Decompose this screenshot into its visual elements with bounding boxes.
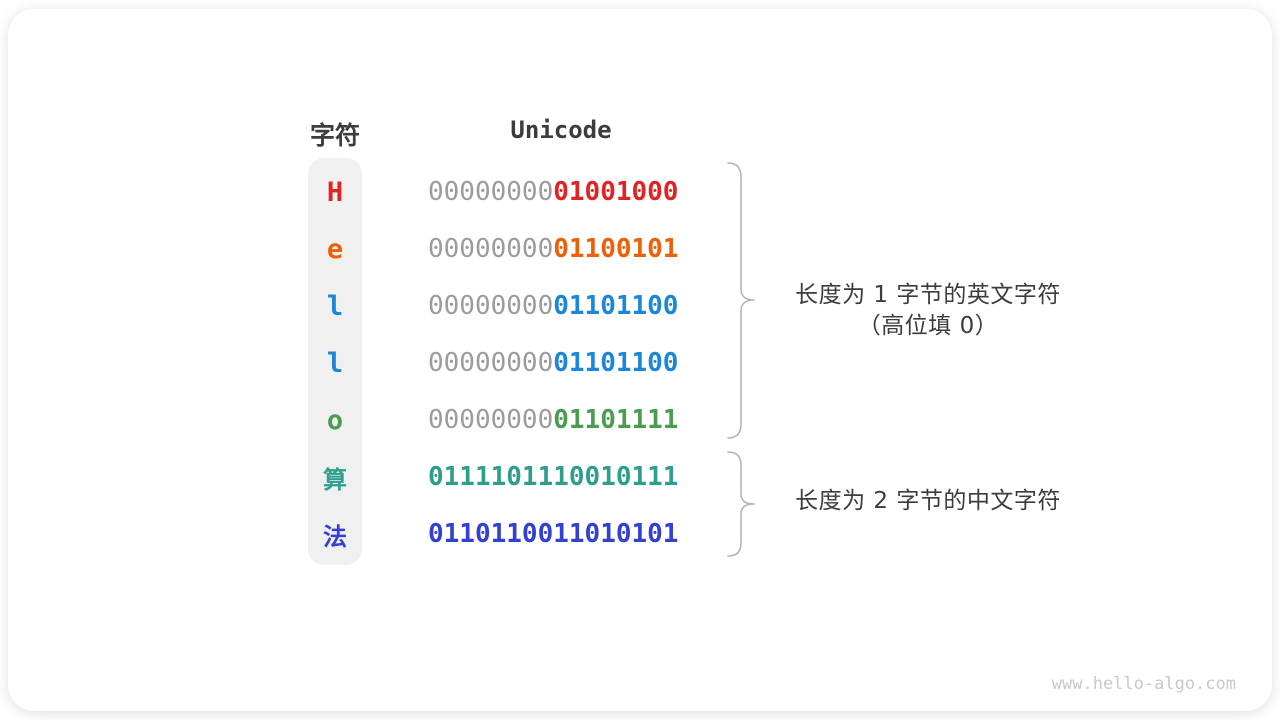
unicode-binary: 00000000 01101100	[428, 335, 678, 391]
table-row: o 00000000 01101111	[0, 392, 1280, 448]
byte-high: 01101100	[428, 519, 554, 549]
unicode-binary: 00000000 01100101	[428, 221, 678, 277]
byte-high: 00000000	[428, 234, 554, 264]
unicode-binary: 01101100 11010101	[428, 506, 678, 562]
byte-high: 00000000	[428, 348, 554, 378]
byte-low: 01001000	[553, 177, 679, 207]
table-row: H 00000000 01001000	[0, 164, 1280, 220]
annotation-2byte: 长度为 2 字节的中文字符	[748, 486, 1108, 517]
char-cell: l	[326, 347, 344, 379]
table-row: 算 01111011 10010111	[0, 449, 1280, 505]
char-cell: l	[326, 290, 344, 322]
byte-high: 00000000	[428, 405, 554, 435]
figure-card	[8, 9, 1272, 711]
unicode-binary: 00000000 01101111	[428, 392, 678, 448]
annotation-2byte-line1: 长度为 2 字节的中文字符	[795, 488, 1061, 514]
unicode-binary: 01111011 10010111	[428, 449, 678, 505]
byte-high: 00000000	[428, 177, 554, 207]
byte-high: 01111011	[428, 462, 554, 492]
byte-low: 01101111	[553, 405, 679, 435]
column-header-unicode: Unicode	[510, 116, 612, 144]
table-row: 法 01101100 11010101	[0, 506, 1280, 562]
byte-low: 01101100	[553, 348, 679, 378]
byte-low: 01100101	[553, 234, 679, 264]
char-column-background	[308, 158, 362, 565]
table-row: l 00000000 01101100	[0, 278, 1280, 334]
unicode-binary: 00000000 01001000	[428, 164, 678, 220]
table-row: l 00000000 01101100	[0, 335, 1280, 391]
column-header-char: 字符	[309, 121, 360, 150]
annotation-1byte-line2: （高位填 0）	[857, 313, 999, 339]
byte-high: 00000000	[428, 291, 554, 321]
annotation-1byte: 长度为 1 字节的英文字符 （高位填 0）	[748, 280, 1108, 342]
annotation-1byte-line1: 长度为 1 字节的英文字符	[795, 282, 1061, 308]
char-cell: 算	[323, 465, 347, 494]
char-cell: o	[326, 404, 344, 436]
char-cell: e	[326, 233, 344, 265]
char-cell: 法	[323, 522, 347, 551]
watermark: www.hello-algo.com	[1051, 674, 1236, 694]
unicode-binary: 00000000 01101100	[428, 278, 678, 334]
byte-low: 01101100	[553, 291, 679, 321]
byte-low: 10010111	[553, 462, 679, 492]
char-cell: H	[326, 176, 344, 208]
table-row: e 00000000 01100101	[0, 221, 1280, 277]
byte-low: 11010101	[553, 519, 679, 549]
